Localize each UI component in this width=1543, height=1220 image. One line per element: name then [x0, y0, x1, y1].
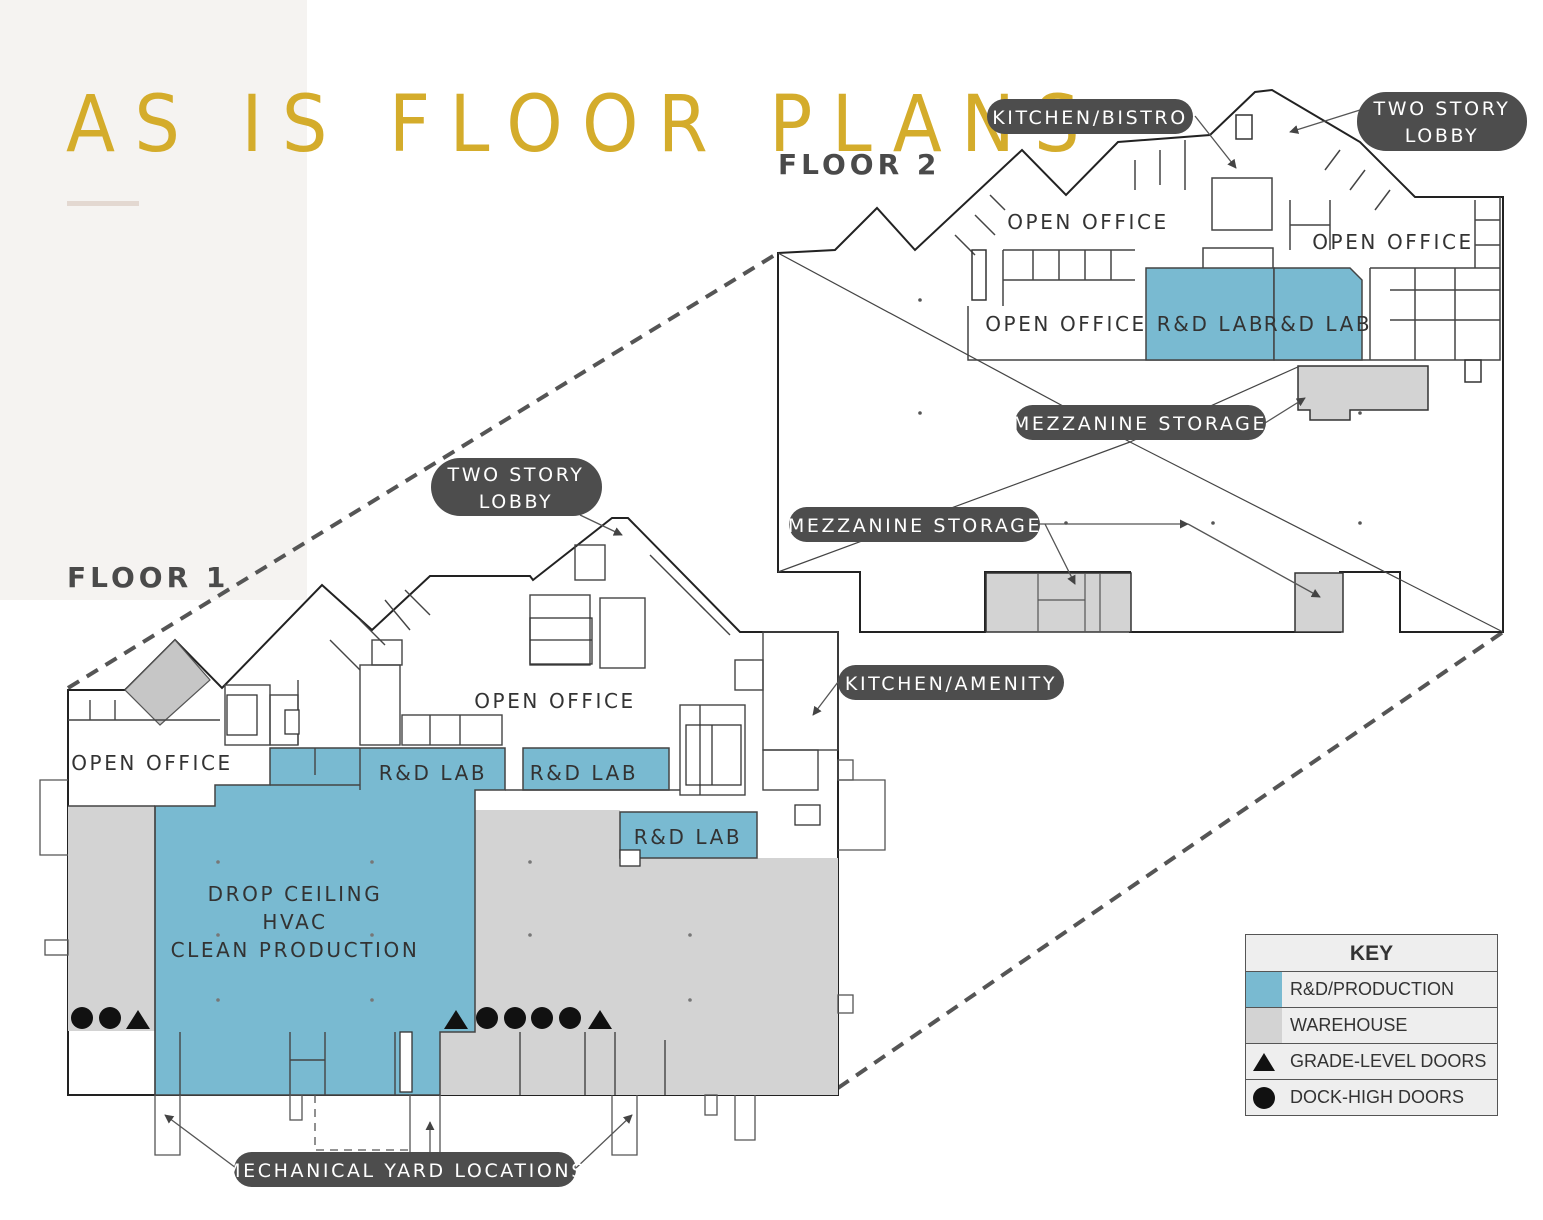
dock-high-door [476, 1007, 498, 1029]
floor-1-rd-lab-2-label: R&D LAB [530, 761, 638, 785]
callout-mechanical-yard-text: MECHANICAL YARD LOCATIONS [224, 1160, 586, 1182]
legend-label: R&D/PRODUCTION [1290, 979, 1455, 999]
legend-item-warehouse: WAREHOUSE [1246, 1008, 1497, 1044]
callout-mezzanine-storage-north-text: MEZZANINE STORAGE [1013, 413, 1267, 435]
legend-symbol-triangle [1246, 1044, 1282, 1079]
floor-1-plan [39, 517, 886, 1156]
callout-floor-2-lobby-line-1: TWO STORY [1372, 98, 1510, 120]
floor-2-rd-lab-2-area [1273, 267, 1363, 361]
floor-2-outline [777, 88, 1504, 633]
floor-2-rd-lab-1-label: R&D LAB [1157, 312, 1265, 336]
floor-1-stairs [284, 709, 821, 1093]
warehouse-west [68, 806, 156, 1031]
callout-floor-2-lobby-line-2: LOBBY [1405, 125, 1480, 147]
callout-kitchen-bistro-text: KITCHEN/BISTRO [992, 107, 1188, 129]
legend-swatch-warehouse [1246, 1008, 1282, 1043]
callout-floor-1-lobby: TWO STORY LOBBY [431, 458, 602, 516]
dock-high-door [559, 1007, 581, 1029]
projection-line-top [66, 251, 780, 690]
floor-2-rd-lab-1-area [1145, 267, 1275, 361]
page-title: AS IS FLOOR PLANS [66, 80, 1099, 170]
legend-swatch-rd-production [1246, 972, 1282, 1007]
callout-mezzanine-storage-west-text: MEZZANINE STORAGE [788, 515, 1042, 537]
floor-1-open-office-west-label: OPEN OFFICE [71, 751, 233, 775]
dock-high-door [504, 1007, 526, 1029]
floor-2-open-office-1-label: OPEN OFFICE [1007, 210, 1169, 234]
callout-kitchen-bistro: KITCHEN/BISTRO [987, 99, 1193, 134]
title-underline [67, 201, 139, 206]
clean-production-label-line-2: HVAC [262, 910, 327, 934]
grade-level-door [444, 1010, 468, 1029]
dock-high-door [71, 1007, 93, 1029]
floor-2-room-labels: OPEN OFFICE OPEN OFFICE OPEN OFFICE R&D … [985, 210, 1474, 336]
callout-mechanical-yard: MECHANICAL YARD LOCATIONS [224, 1152, 586, 1187]
dock-high-door [99, 1007, 121, 1029]
floor-2-rd-lab-2-label: R&D LAB [1264, 312, 1372, 336]
floor-2-stairs [971, 114, 1482, 383]
callout-floor-1-lobby-line-2: LOBBY [479, 491, 554, 513]
floor-1-label: FLOOR 1 [67, 561, 230, 594]
floor-1-restrooms [226, 617, 742, 786]
floor-1-corner-room [124, 639, 211, 726]
callout-kitchen-amenity-text: KITCHEN/AMENITY [845, 673, 1057, 695]
callout-floor-2-lobby: TWO STORY LOBBY [1357, 92, 1527, 151]
callout-kitchen-amenity: KITCHEN/AMENITY [838, 665, 1064, 700]
legend-item-grade-level-doors: GRADE-LEVEL DOORS [1246, 1044, 1497, 1080]
callout-pills: KITCHEN/BISTRO TWO STORY LOBBY MEZZANINE… [224, 92, 1527, 1187]
grade-level-door [588, 1010, 612, 1029]
floor-2-open-office-3-label: OPEN OFFICE [985, 312, 1147, 336]
legend-item-rd-production: R&D/PRODUCTION [1246, 972, 1497, 1008]
clean-production-label-line-1: DROP CEILING [208, 882, 383, 906]
callout-floor-1-lobby-line-1: TWO STORY [446, 464, 584, 486]
floor-1-rd-lab-1-label: R&D LAB [379, 761, 487, 785]
floor-1-doors [71, 1007, 612, 1029]
legend-label: DOCK-HIGH DOORS [1290, 1087, 1465, 1107]
floor-1-open-office-main-label: OPEN OFFICE [474, 689, 636, 713]
side-panel-background [0, 0, 307, 600]
floor-2-plan [777, 88, 1504, 633]
floor-1-rd-lab-3-area [619, 811, 758, 859]
legend-label: GRADE-LEVEL DOORS [1290, 1051, 1487, 1071]
floor-1-rd-lab-3-label: R&D LAB [634, 825, 742, 849]
projection-line-bottom [836, 630, 1505, 1090]
callout-leaders [164, 109, 1361, 1169]
legend-symbol-circle [1246, 1080, 1282, 1115]
legend-label: WAREHOUSE [1290, 1015, 1408, 1035]
floor-1-columns [216, 860, 692, 1002]
mezzanine-storage-west [985, 572, 1132, 633]
floor-1-room-labels: OPEN OFFICE OPEN OFFICE R&D LAB R&D LAB … [71, 689, 742, 962]
floor-2-office-walls [954, 140, 1501, 361]
projection-lines [66, 251, 1505, 1090]
floor-2-label: FLOOR 2 [778, 148, 941, 181]
floor-1-exterior-features [39, 759, 886, 1156]
legend-title: KEY [1246, 935, 1497, 972]
callout-mezzanine-storage-north: MEZZANINE STORAGE [1013, 405, 1267, 440]
clean-production-label-line-3: CLEAN PRODUCTION [171, 938, 420, 962]
callout-mezzanine-storage-west: MEZZANINE STORAGE [788, 507, 1042, 542]
mezzanine-storage-north [1297, 365, 1429, 421]
grade-level-door [126, 1010, 150, 1029]
floor-2-open-office-2-label: OPEN OFFICE [1312, 230, 1474, 254]
floor-1-rd-lab-2-area [522, 747, 670, 791]
mezzanine-storage-east [1294, 572, 1344, 633]
legend-key: KEY R&D/PRODUCTION WAREHOUSE GRADE-LEVEL… [1245, 934, 1498, 1116]
legend-item-dock-high-doors: DOCK-HIGH DOORS [1246, 1080, 1497, 1115]
dock-high-door [531, 1007, 553, 1029]
